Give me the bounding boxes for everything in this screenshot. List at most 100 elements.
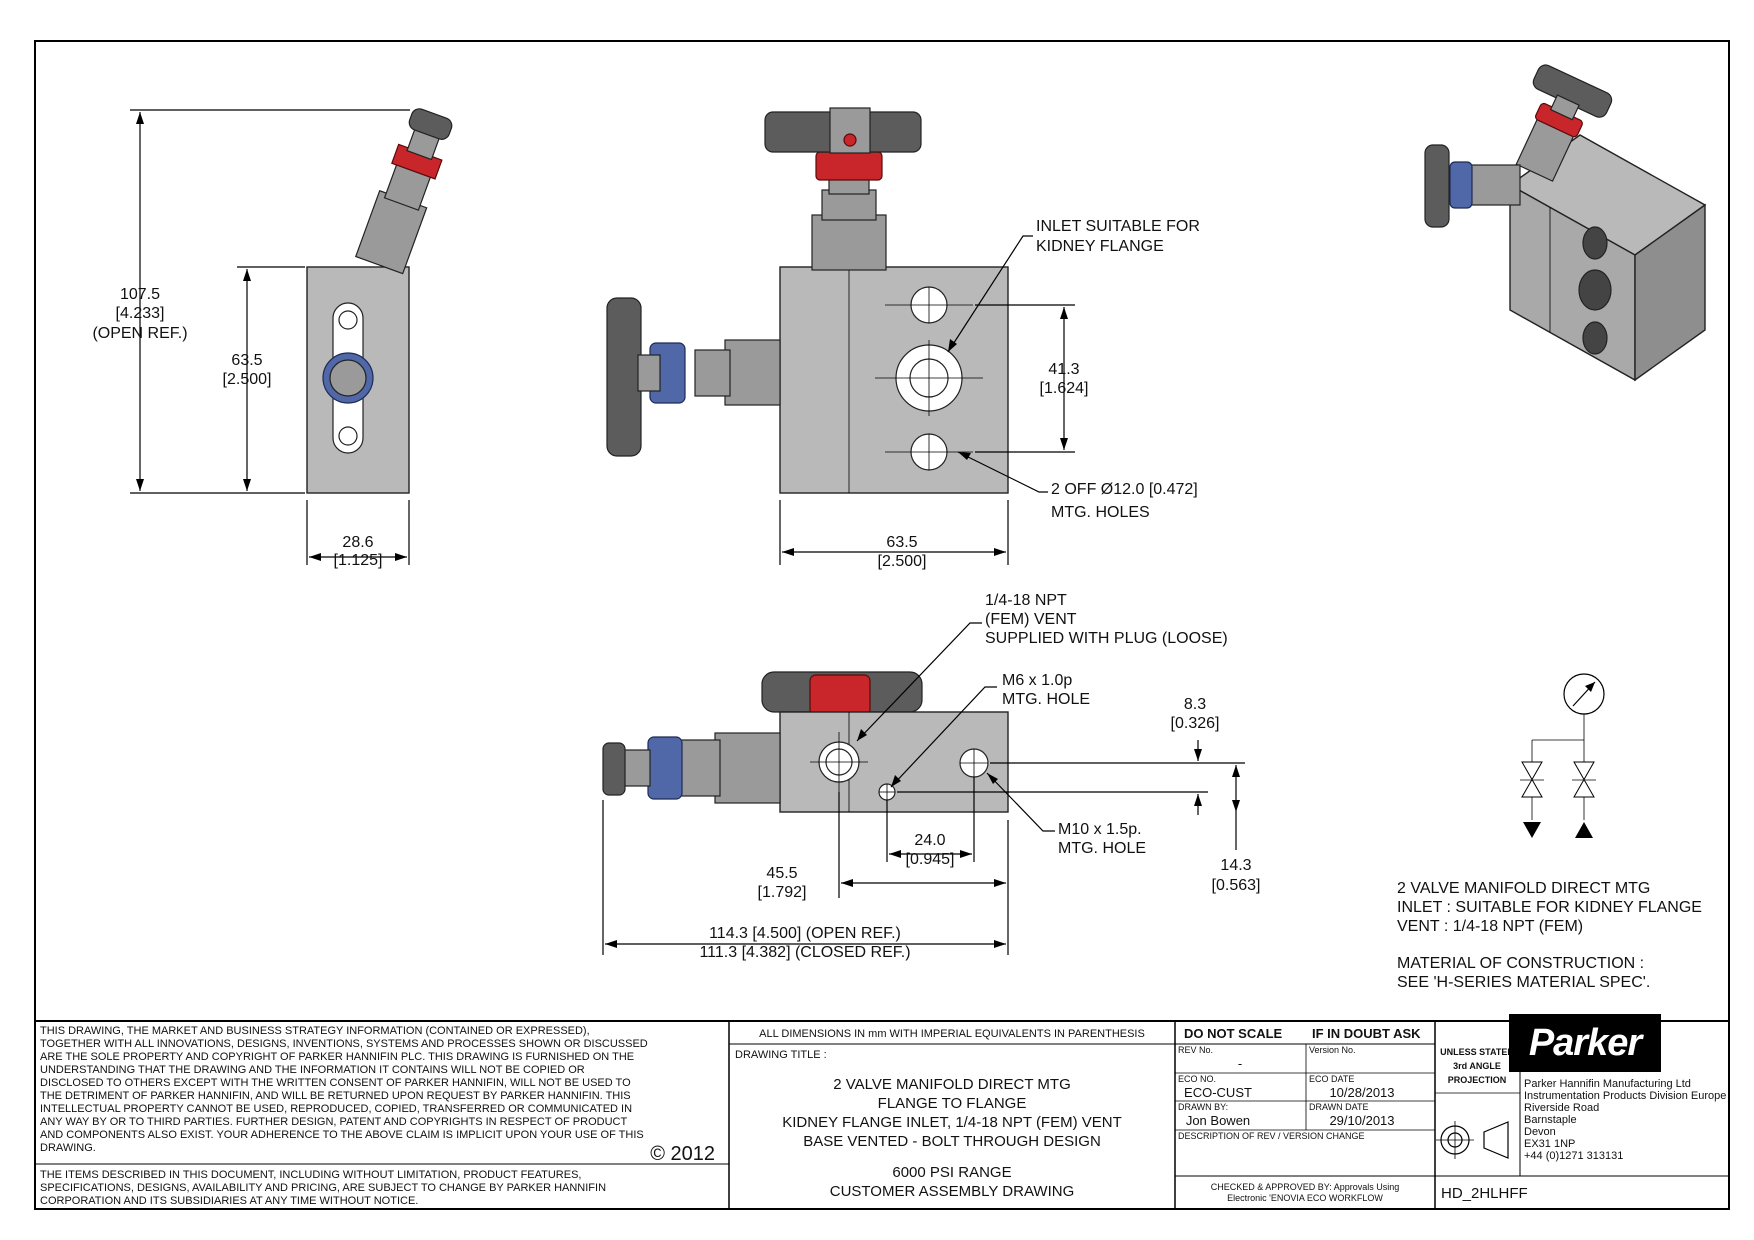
plan-m6-note-line1: M6 x 1.0p xyxy=(1002,672,1072,689)
title-block: THIS DRAWING, THE MARKET AND BUSINESS ST… xyxy=(34,1020,1730,1210)
plan-dim-8-3-line1: 8.3 xyxy=(1184,696,1206,713)
eco-no-value: ECO-CUST xyxy=(1184,1085,1252,1100)
iso-side-face xyxy=(1634,203,1706,382)
vent-arrow-down xyxy=(1523,822,1541,838)
plan-vent-note-line1: 1/4-18 NPT xyxy=(985,592,1067,609)
rev-no-value: - xyxy=(1238,1056,1242,1071)
checked-line1: CHECKED & APPROVED BY: Approvals Using xyxy=(1211,1182,1400,1192)
if-in-doubt: IF IN DOUBT ASK xyxy=(1312,1026,1421,1041)
side-dim-open-line1: 107.5 xyxy=(120,286,160,303)
front-holes-note-line1: 2 OFF Ø12.0 [0.472] xyxy=(1051,481,1198,498)
drawing-title-line3: KIDNEY FLANGE INLET, 1/4-18 NPT (FEM) VE… xyxy=(782,1114,1122,1131)
legal-line6: THE DETRIMENT OF PARKER HANNIFIN, AND WI… xyxy=(40,1090,631,1102)
projection-line3: PROJECTION xyxy=(1448,1075,1507,1085)
range-line2: CUSTOMER ASSEMBLY DRAWING xyxy=(830,1183,1075,1200)
plan-dim-overall-closed: 111.3 [4.382] (CLOSED REF.) xyxy=(699,944,910,961)
side-view: 107.5 [4.233] (OPEN REF.) 63.5 [2.500] 2… xyxy=(92,108,453,569)
front-holes-note-line2: MTG. HOLES xyxy=(1051,504,1150,521)
copyright-text: © 2012 xyxy=(650,1143,715,1165)
plan-dim-45-5-line2: [1.792] xyxy=(758,884,807,901)
front-dim-width-line2: [2.500] xyxy=(878,553,927,570)
do-not-scale: DO NOT SCALE xyxy=(1184,1026,1283,1041)
projection-line2: 3rd ANGLE xyxy=(1453,1061,1501,1071)
valve-symbol-left xyxy=(1521,761,1543,798)
plan-dim-24-line1: 24.0 xyxy=(914,832,945,849)
legal-line4: UNDERSTANDING THAT THE DRAWING AND THE I… xyxy=(40,1064,585,1076)
plan-dim-8-3-line2: [0.326] xyxy=(1171,715,1220,732)
drawing-title-line4: BASE VENTED - BOLT THROUGH DESIGN xyxy=(803,1133,1101,1150)
legal-line8: ANY WAY BY OR TO THIRD PARTIES. FURTHER … xyxy=(40,1116,627,1128)
side-dim-body-line2: [2.500] xyxy=(223,371,272,388)
front-view: INLET SUITABLE FOR KIDNEY FLANGE 41.3 [1… xyxy=(606,107,1200,570)
plan-vent-note-line3: SUPPLIED WITH PLUG (LOOSE) xyxy=(985,630,1228,647)
valve-symbol-right xyxy=(1573,761,1595,798)
address-line5: Devon xyxy=(1524,1126,1556,1138)
drawn-by-label: DRAWN BY: xyxy=(1178,1102,1228,1112)
eco-date-value: 10/28/2013 xyxy=(1329,1085,1394,1100)
projection-line1: UNLESS STATED xyxy=(1440,1047,1514,1057)
front-view-red-ring xyxy=(815,151,883,181)
address-line3: Riverside Road xyxy=(1524,1102,1599,1114)
desc-rev-label: DESCRIPTION OF REV / VERSION CHANGE xyxy=(1178,1131,1365,1141)
address-line4: Barnstaple xyxy=(1524,1114,1577,1126)
description-line5: SEE 'H-SERIES MATERIAL SPEC'. xyxy=(1397,974,1650,991)
legal-line5: DISCLOSED TO OTHERS EXCEPT WITH THE WRIT… xyxy=(40,1077,631,1089)
plan-view-left-bonnet xyxy=(714,732,781,804)
plan-vent-note-line2: (FEM) VENT xyxy=(985,611,1077,628)
notice-line2: SPECIFICATIONS, DESIGNS, AVAILABILITY AN… xyxy=(40,1182,606,1194)
drawn-date-label: DRAWN DATE xyxy=(1309,1102,1369,1112)
drawing-title-label: DRAWING TITLE : xyxy=(735,1049,827,1061)
drawing-sheet-border xyxy=(34,40,1730,1210)
legal-line2: TOGETHER WITH ALL INNOVATIONS, DESIGNS, … xyxy=(40,1038,648,1050)
side-dim-open-line3: (OPEN REF.) xyxy=(92,325,187,342)
rev-no-label: REV No. xyxy=(1178,1045,1213,1055)
front-dim-width-line1: 63.5 xyxy=(886,534,917,551)
plan-dim-45-5-line1: 45.5 xyxy=(766,865,797,882)
front-view-left-handle xyxy=(606,297,642,457)
front-inlet-note-line2: KIDNEY FLANGE xyxy=(1036,238,1164,255)
front-view-body xyxy=(779,266,1009,494)
plan-m10-note-line1: M10 x 1.5p. xyxy=(1058,821,1142,838)
description-notes: 2 VALVE MANIFOLD DIRECT MTG INLET : SUIT… xyxy=(1397,880,1702,991)
front-dim-spacing-line2: [1.624] xyxy=(1040,380,1089,397)
drawing-title-line1: 2 VALVE MANIFOLD DIRECT MTG xyxy=(833,1076,1071,1093)
description-line4: MATERIAL OF CONSTRUCTION : xyxy=(1397,955,1644,972)
checked-line2: Electronic 'ENOVIA ECO WORKFLOW xyxy=(1227,1193,1383,1203)
legal-line9: AND COMPONENTS ALSO EXIST. YOUR ADHERENC… xyxy=(40,1129,644,1141)
plan-dim-24-line2: [0.945] xyxy=(906,851,955,868)
notice-line1: THE ITEMS DESCRIBED IN THIS DOCUMENT, IN… xyxy=(40,1169,581,1181)
address-line7: +44 (0)1271 313131 xyxy=(1524,1150,1623,1162)
plan-m6-note-line2: MTG. HOLE xyxy=(1002,691,1090,708)
description-line2: INLET : SUITABLE FOR KIDNEY FLANGE xyxy=(1397,899,1702,916)
description-line3: VENT : 1/4-18 NPT (FEM) xyxy=(1397,918,1583,935)
eco-no-label: ECO NO. xyxy=(1178,1074,1216,1084)
dimensions-note: ALL DIMENSIONS IN mm WITH IMPERIAL EQUIV… xyxy=(759,1028,1145,1040)
front-dim-spacing-line1: 41.3 xyxy=(1048,361,1079,378)
inlet-arrow-up xyxy=(1575,822,1593,838)
front-view-left-bonnet xyxy=(724,339,781,406)
side-view-valve-stem xyxy=(354,108,453,275)
eco-date-label: ECO DATE xyxy=(1309,1074,1354,1084)
side-dim-open-line2: [4.233] xyxy=(116,305,165,322)
drawn-by-value: Jon Bowen xyxy=(1186,1113,1250,1128)
range-line1: 6000 PSI RANGE xyxy=(892,1164,1011,1181)
plan-dim-overall-open: 114.3 [4.500] (OPEN REF.) xyxy=(709,925,901,942)
version-label: Version No. xyxy=(1309,1045,1356,1055)
front-view-bonnet xyxy=(811,214,887,271)
legal-line1: THIS DRAWING, THE MARKET AND BUSINESS ST… xyxy=(40,1025,590,1037)
description-line1: 2 VALVE MANIFOLD DIRECT MTG xyxy=(1397,880,1650,897)
drawing-title-line2: FLANGE TO FLANGE xyxy=(878,1095,1027,1112)
valve-schematic xyxy=(1520,673,1605,838)
front-inlet-note-line1: INLET SUITABLE FOR xyxy=(1036,218,1200,235)
plan-m10-note-line2: MTG. HOLE xyxy=(1058,840,1146,857)
drawn-date-value: 29/10/2013 xyxy=(1329,1113,1394,1128)
legal-line10: DRAWING. xyxy=(40,1142,96,1154)
side-dim-width-line2: [1.125] xyxy=(334,552,383,569)
side-dim-body-line1: 63.5 xyxy=(231,352,262,369)
isometric-view xyxy=(1424,64,1707,382)
plan-view: 1/4-18 NPT (FEM) VENT SUPPLIED WITH PLUG… xyxy=(602,592,1260,961)
plan-dim-14-3-line1: 14.3 xyxy=(1220,857,1251,874)
legal-line7: INTELLECTUAL PROPERTY CANNOT BE USED, RE… xyxy=(40,1103,632,1115)
address-line1: Parker Hannifin Manufacturing Ltd xyxy=(1524,1078,1691,1090)
